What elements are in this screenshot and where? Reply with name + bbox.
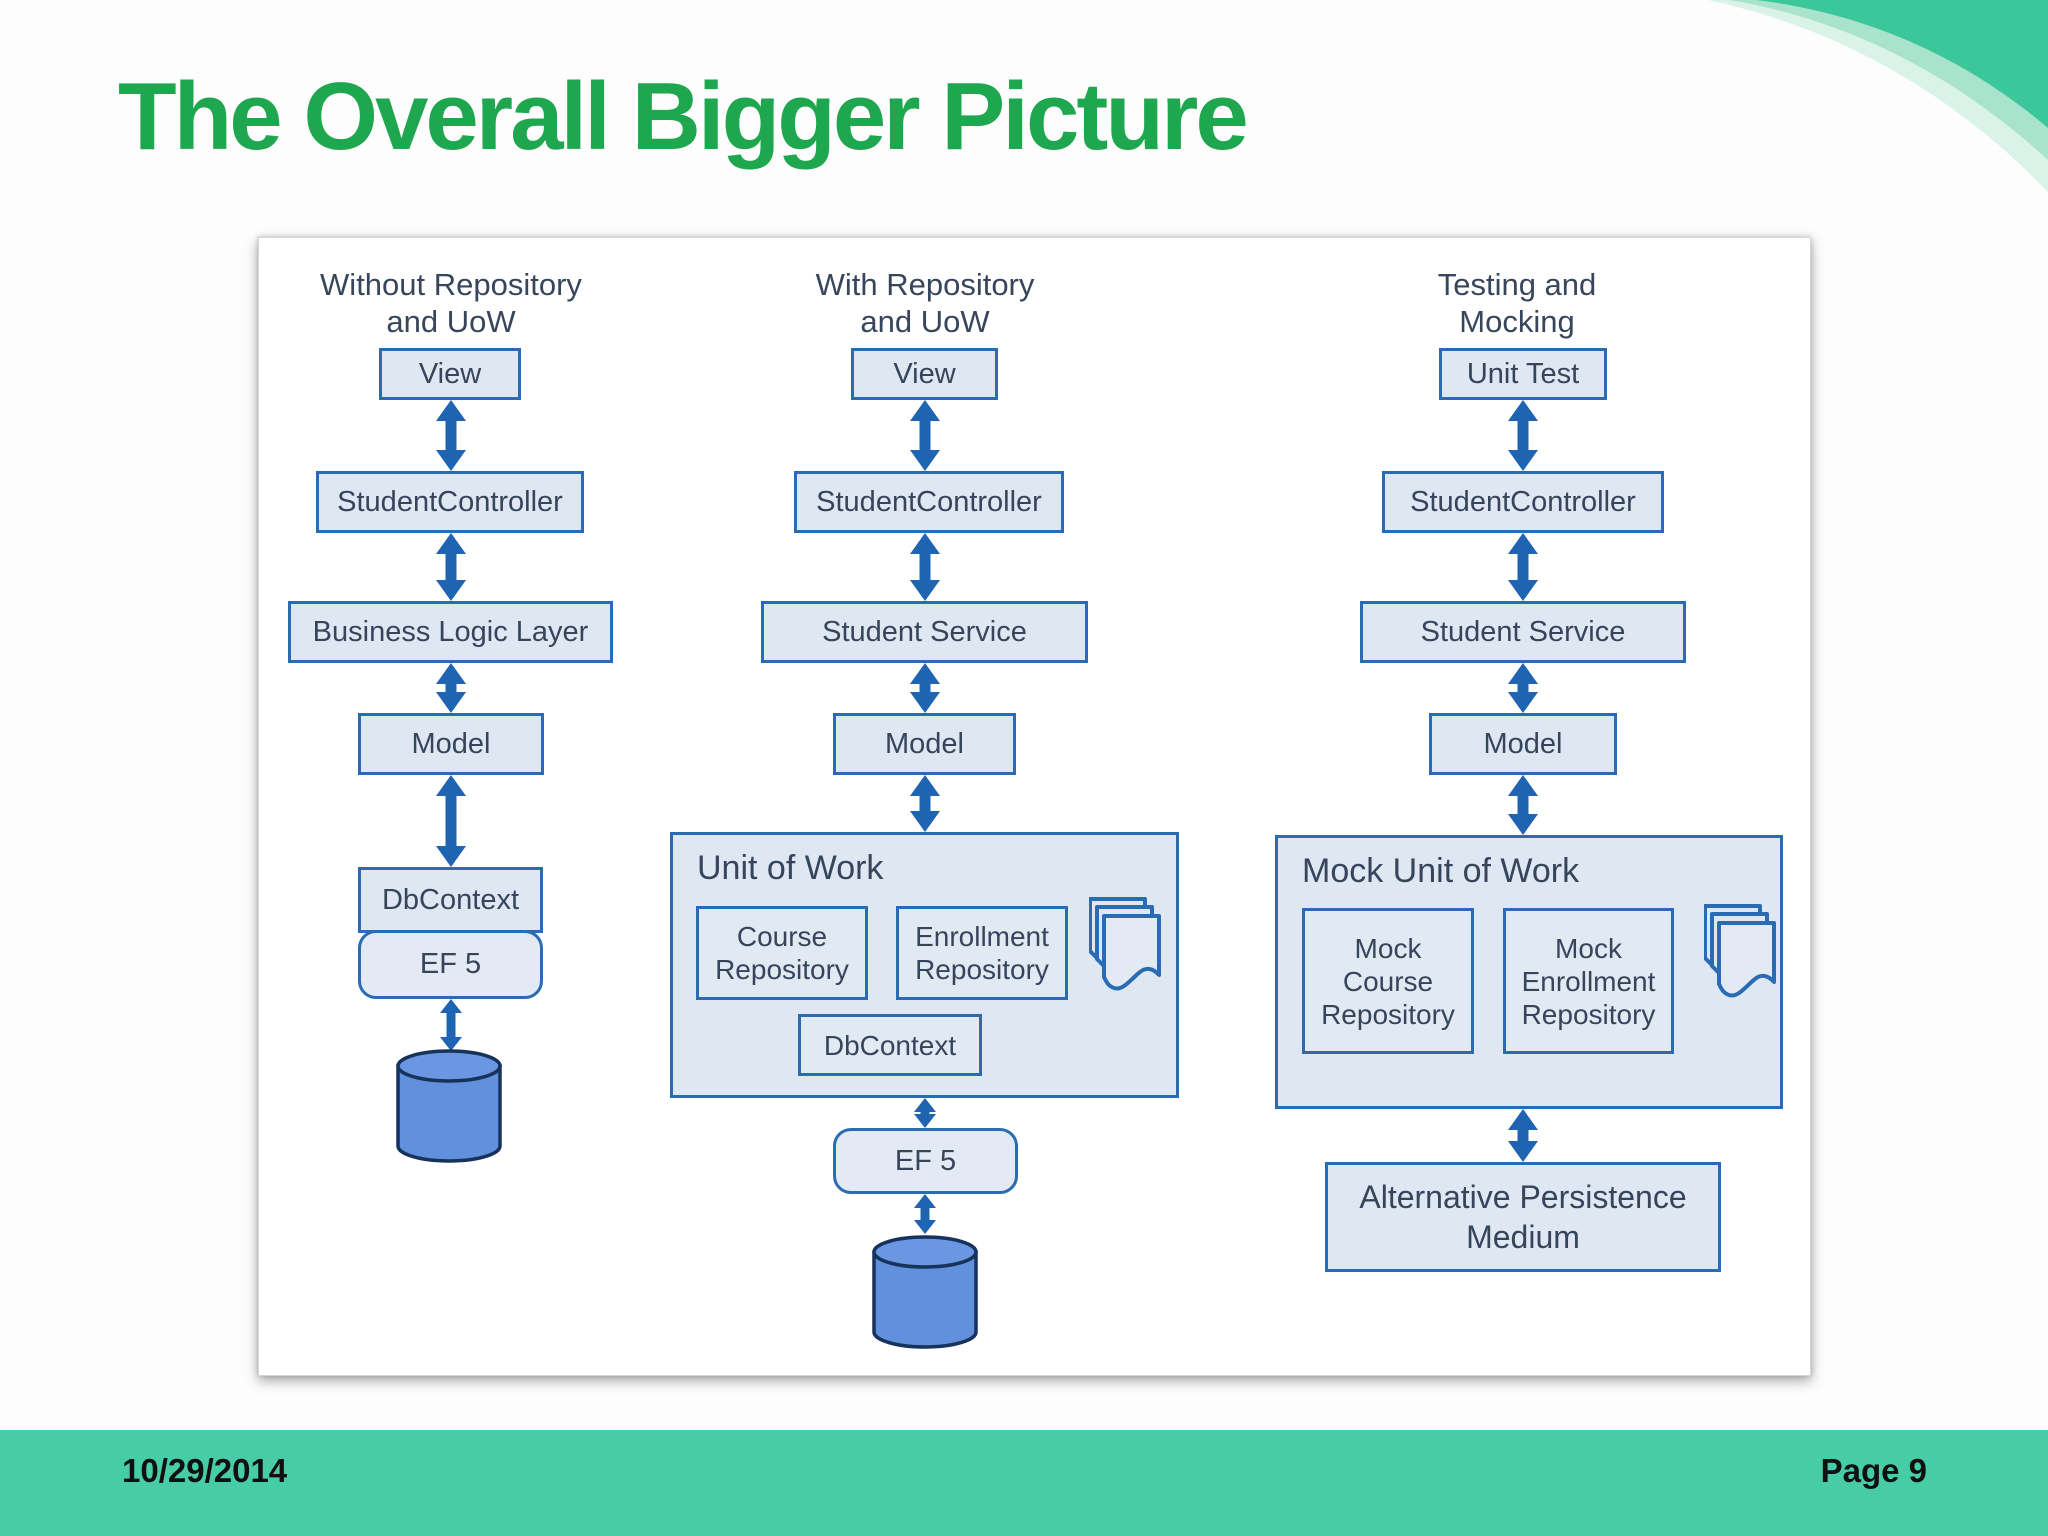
mock-unit-of-work-label: Mock Unit of Work [1302,852,1580,890]
diagram-panel: Without Repository and UoW View StudentC… [258,237,1811,1376]
mock-unit-of-work-container: Mock Unit of Work Mock Course Repository… [1275,835,1783,1109]
database-cylinder-icon [872,1235,978,1349]
box-student-controller: StudentController [316,471,584,533]
box-unit-test: Unit Test [1439,348,1607,400]
double-arrow-icon [909,1098,941,1128]
footer-page-number: Page 9 [1820,1452,1927,1489]
box-model: Model [358,713,544,775]
box-course-repository: Course Repository [696,906,868,1000]
box-mock-course-repository: Mock Course Repository [1302,908,1474,1054]
double-arrow-icon [1507,775,1539,835]
double-arrow-icon [909,400,941,471]
column-heading: Testing and Mocking [1437,267,1597,339]
double-arrow-icon [1507,400,1539,471]
box-dbcontext: DbContext [798,1014,982,1076]
double-arrow-icon [435,533,467,601]
box-student-controller: StudentController [794,471,1064,533]
double-arrow-icon [1507,1109,1539,1162]
page-title: The Overall Bigger Picture [118,63,1249,170]
box-model: Model [1429,713,1617,775]
box-view: View [379,348,521,400]
footer-bar: 10/29/2014 Page 9 [0,1430,2048,1536]
box-enrollment-repository: Enrollment Repository [896,906,1068,1000]
double-arrow-icon [435,400,467,471]
box-ef5: EF 5 [833,1128,1018,1194]
box-model: Model [833,713,1016,775]
box-mock-enrollment-repository: Mock Enrollment Repository [1503,908,1674,1054]
box-student-service: Student Service [761,601,1088,663]
double-arrow-icon [1507,663,1539,713]
double-arrow-icon [435,999,467,1051]
double-arrow-icon [1507,533,1539,601]
footer-date: 10/29/2014 [122,1452,288,1489]
column-heading: Without Repository and UoW [320,267,582,339]
unit-of-work-container: Unit of Work Course Repository Enrollmen… [670,832,1179,1098]
documents-icon [1089,897,1161,991]
unit-of-work-label: Unit of Work [697,849,884,887]
corner-decoration-icon [1708,0,2048,192]
documents-icon [1704,904,1776,998]
double-arrow-icon [435,775,467,867]
box-alternative-persistence-medium: Alternative Persistence Medium [1325,1162,1721,1272]
double-arrow-icon [909,1194,941,1234]
box-student-service: Student Service [1360,601,1686,663]
double-arrow-icon [909,663,941,713]
box-view: View [851,348,998,400]
double-arrow-icon [909,775,941,832]
box-business-logic-layer: Business Logic Layer [288,601,613,663]
double-arrow-icon [435,663,467,713]
database-cylinder-icon [396,1049,502,1163]
column-heading: With Repository and UoW [815,267,1035,339]
box-ef5: EF 5 [358,930,543,999]
box-dbcontext: DbContext [358,867,543,933]
box-student-controller: StudentController [1382,471,1664,533]
double-arrow-icon [909,533,941,601]
